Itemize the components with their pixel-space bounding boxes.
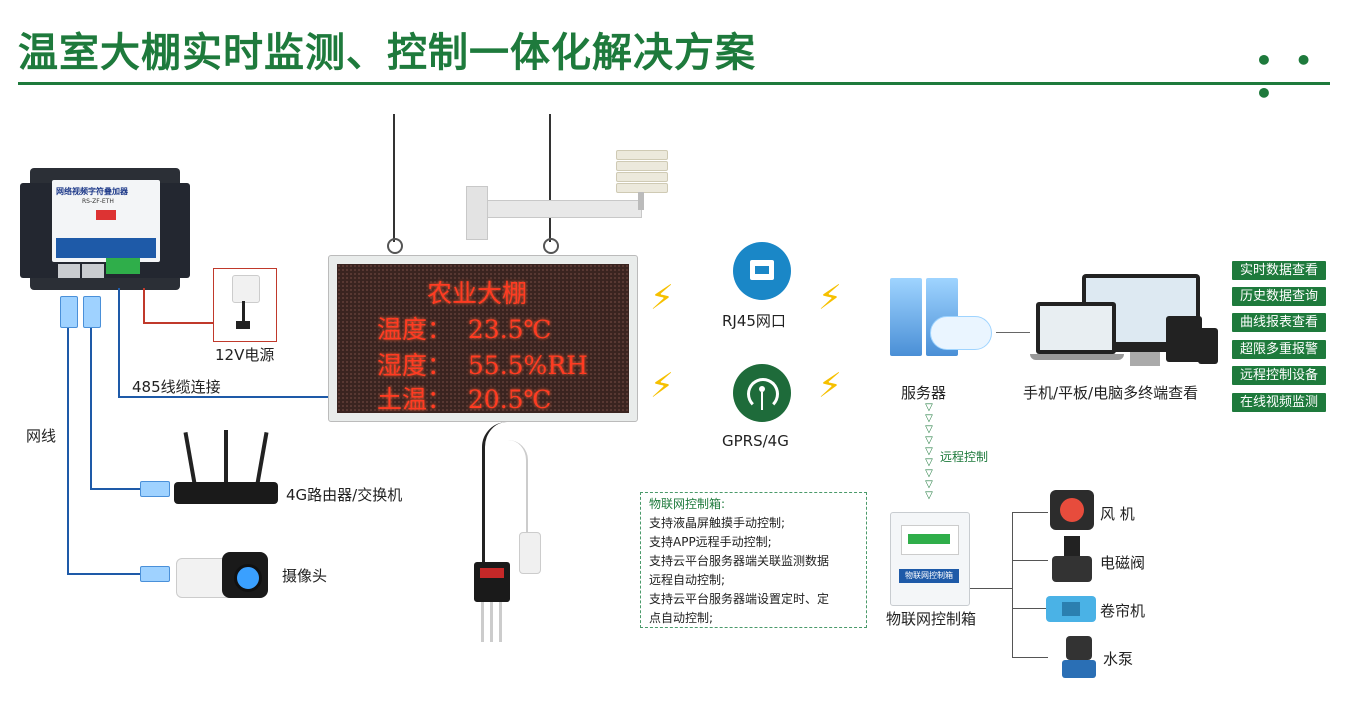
feature-history-query[interactable]: 历史数据查询 bbox=[1232, 287, 1326, 306]
water-pump-icon bbox=[1062, 636, 1096, 680]
fan-icon bbox=[1050, 490, 1094, 530]
cable-line bbox=[90, 488, 166, 490]
led-line-temperature: 温度： 23.5℃ bbox=[377, 315, 552, 344]
rj45-connector-icon bbox=[140, 481, 170, 497]
device-fan-label: 风 机 bbox=[1100, 505, 1135, 523]
device-tree-line bbox=[1012, 608, 1048, 609]
terminals-icon bbox=[1030, 272, 1226, 372]
server-icon bbox=[884, 276, 994, 368]
iot-box-description: 物联网控制箱: 支持液晶屏触摸手动控制; 支持APP远程手动控制; 支持云平台服… bbox=[640, 492, 867, 628]
device-tree-line bbox=[1012, 512, 1013, 658]
rj45-connector-icon bbox=[83, 296, 101, 328]
device-tree-line bbox=[1012, 560, 1048, 561]
led-display: 农业大棚 温度： 23.5℃ 湿度： 55.5%RH 土温： 20.5℃ bbox=[328, 255, 638, 422]
signal-bolt-icon: ⚡ bbox=[650, 366, 674, 406]
power-wire bbox=[143, 322, 215, 324]
device-tree-line bbox=[970, 588, 1012, 589]
probe-sensor-icon bbox=[519, 532, 541, 574]
cable-485-line bbox=[118, 396, 330, 398]
iot-box-title: 物联网控制箱: bbox=[649, 497, 726, 511]
iot-box-line: 支持液晶屏触摸手动控制; bbox=[649, 516, 786, 530]
cable-line bbox=[90, 300, 92, 490]
mounting-bracket bbox=[466, 186, 488, 240]
device-pump-label: 水泵 bbox=[1103, 650, 1134, 668]
iot-box-line: 支持云平台服务器端设置定时、定 bbox=[649, 592, 830, 606]
signal-bolt-icon: ⚡ bbox=[818, 278, 842, 318]
cloud-icon bbox=[930, 316, 992, 350]
probe-pin bbox=[499, 602, 502, 642]
camera-label: 摄像头 bbox=[282, 567, 328, 585]
feature-video-monitor[interactable]: 在线视频监测 bbox=[1232, 393, 1326, 412]
video-adder-device: 网络视频字符叠加器 RS-ZF-ETH bbox=[20, 168, 190, 290]
net-cable-label: 网线 bbox=[26, 427, 57, 445]
signal-bolt-icon: ⚡ bbox=[650, 278, 674, 318]
iot-control-cabinet: 物联网控制箱 bbox=[890, 512, 970, 606]
power-adapter-icon bbox=[232, 275, 260, 303]
hook-icon bbox=[543, 238, 559, 254]
cable-485-label: 485线缆连接 bbox=[132, 378, 221, 396]
feature-realtime-data[interactable]: 实时数据查看 bbox=[1232, 261, 1326, 280]
iot-cabinet-label: 物联网控制箱 bbox=[886, 610, 977, 628]
remote-control-arrows: ▽▽▽▽▽▽▽▽▽ bbox=[925, 402, 933, 501]
device-tree-line bbox=[1012, 512, 1048, 513]
iot-box-line: 支持云平台服务器端关联监测数据 bbox=[649, 554, 830, 568]
cable-485-line bbox=[118, 288, 120, 398]
weather-shield-sensor bbox=[616, 150, 668, 210]
router-label: 4G路由器/交换机 bbox=[286, 486, 403, 504]
rj45-connector-icon bbox=[140, 566, 170, 582]
iot-box-line: 远程自动控制; bbox=[649, 573, 726, 587]
led-line-humidity: 湿度： 55.5%RH bbox=[377, 351, 588, 380]
device-tree-line bbox=[1012, 657, 1048, 658]
rj45-port-icon bbox=[733, 242, 791, 300]
power-wire bbox=[143, 288, 145, 324]
server-label: 服务器 bbox=[901, 384, 947, 402]
camera-icon bbox=[176, 552, 270, 600]
probe-pin bbox=[481, 602, 484, 642]
video-adder-title: 网络视频字符叠加器 bbox=[56, 187, 128, 196]
video-adder-model: RS-ZF-ETH bbox=[82, 198, 114, 205]
more-icon[interactable]: • • • bbox=[1255, 44, 1319, 110]
cable-line bbox=[67, 300, 69, 575]
device-roller-label: 卷帘机 bbox=[1100, 602, 1146, 620]
iot-box-line: 点自动控制; bbox=[649, 611, 714, 625]
ethernet-port bbox=[58, 264, 80, 278]
hook-icon bbox=[387, 238, 403, 254]
iot-box-line: 支持APP远程手动控制; bbox=[649, 535, 772, 549]
plug-icon bbox=[236, 321, 250, 329]
soil-sensor-icon bbox=[474, 562, 510, 602]
sensor-cable bbox=[500, 440, 528, 540]
rj45-label: RJ45网口 bbox=[722, 312, 786, 330]
hanging-wire bbox=[549, 114, 551, 242]
rj45-connector-icon bbox=[60, 296, 78, 328]
ethernet-port bbox=[82, 264, 104, 278]
device-valve-label: 电磁阀 bbox=[1100, 554, 1146, 572]
header-divider bbox=[18, 82, 1330, 85]
feature-over-limit-alarm[interactable]: 超限多重报警 bbox=[1232, 340, 1326, 359]
power-supply-box bbox=[213, 268, 277, 342]
router-icon bbox=[172, 430, 280, 508]
probe-pin bbox=[490, 602, 493, 642]
connector-line bbox=[996, 332, 1030, 333]
device-indicator-icon bbox=[96, 210, 116, 220]
led-line-soil-temperature: 土温： 20.5℃ bbox=[377, 385, 552, 414]
power-label: 12V电源 bbox=[215, 346, 275, 364]
hanging-wire bbox=[393, 114, 395, 242]
feature-remote-control[interactable]: 远程控制设备 bbox=[1232, 366, 1326, 385]
sensor-cable bbox=[482, 422, 507, 570]
led-line-title: 农业大棚 bbox=[427, 279, 528, 308]
gprs-antenna-icon bbox=[733, 364, 791, 422]
cable-line bbox=[67, 573, 167, 575]
solenoid-valve-icon bbox=[1052, 536, 1092, 584]
gprs-label: GPRS/4G bbox=[722, 432, 789, 450]
signal-bolt-icon: ⚡ bbox=[818, 366, 842, 406]
cabinet-screen-label: 物联网控制箱 bbox=[899, 569, 959, 583]
page-title: 温室大棚实时监测、控制一体化解决方案 bbox=[18, 30, 756, 76]
terminal-block bbox=[106, 258, 140, 274]
terminals-label: 手机/平板/电脑多终端查看 bbox=[1023, 384, 1199, 402]
feature-curve-report[interactable]: 曲线报表查看 bbox=[1232, 313, 1326, 332]
remote-control-label: 远程控制 bbox=[940, 450, 989, 464]
roller-icon bbox=[1046, 596, 1096, 622]
